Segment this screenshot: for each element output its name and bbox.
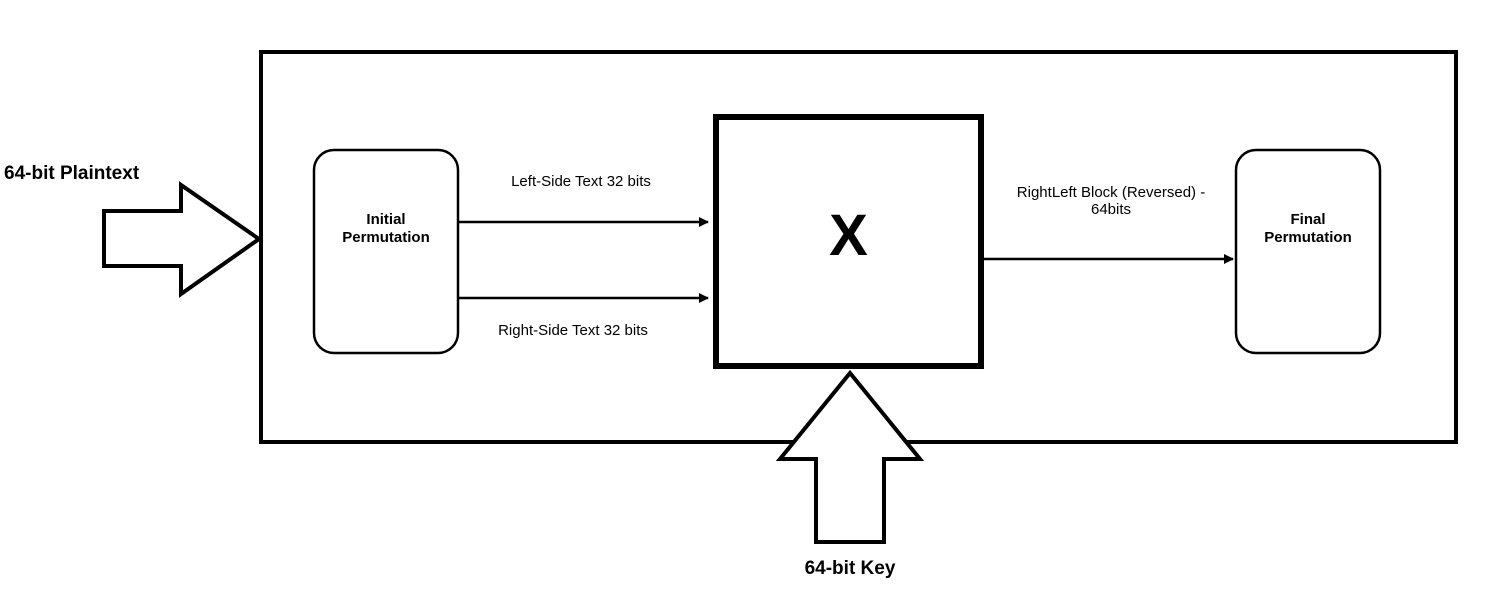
final-permutation-label: Final Permutation <box>1264 211 1352 246</box>
key-input-arrow <box>775 369 925 544</box>
initial-permutation-block <box>312 148 460 355</box>
process-block <box>713 114 984 369</box>
plaintext-input-arrow <box>102 181 263 298</box>
process-x-label: X <box>829 203 868 268</box>
key-label: 64-bit Key <box>804 558 896 579</box>
output-block-label: RightLeft Block (Reversed) - 64bits <box>1016 184 1206 218</box>
left-side-text-label: Left-Side Text 32 bits <box>511 173 651 190</box>
right-side-text-label: Right-Side Text 32 bits <box>498 322 648 339</box>
final-permutation-block <box>1234 148 1382 355</box>
initial-permutation-label: Initial Permutation <box>342 211 430 246</box>
plaintext-label: 64-bit Plaintext <box>4 163 140 184</box>
